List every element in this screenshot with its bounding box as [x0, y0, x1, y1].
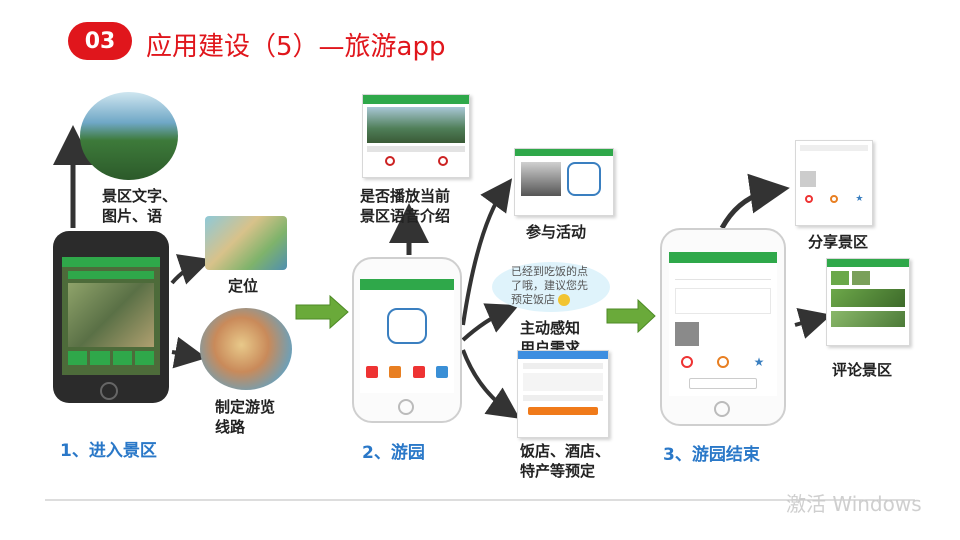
label-share: 分享景区 [808, 232, 868, 252]
bubble-line3: 预定饭店 [511, 293, 555, 307]
app-title-strip [68, 271, 154, 279]
booking-card-header [518, 351, 608, 359]
comment-thumb-2 [852, 271, 870, 285]
audio-intro-card [362, 94, 470, 178]
label-booking-line2: 特产等预定 [520, 461, 610, 481]
label-booking-line1: 饭店、酒店、 [520, 441, 610, 461]
bubble-text: 已经到吃饭的点 了哦，建议您先 预定饭店 [511, 265, 588, 307]
hotel-icon[interactable] [389, 366, 401, 378]
shop-icon[interactable] [413, 366, 425, 378]
tour-header-bar [360, 279, 454, 290]
audio-card-header [363, 95, 469, 104]
arrow-to-share [722, 190, 775, 228]
nav-tab-2[interactable] [90, 351, 109, 365]
audio-card-text [367, 146, 465, 152]
windows-watermark: 激活 Windows [786, 488, 922, 517]
comment-card [826, 258, 910, 346]
home-button[interactable] [398, 399, 414, 415]
arrow-to-perceive [463, 310, 508, 340]
green-arrow-1 [296, 296, 348, 328]
scenic-photo-image [80, 92, 178, 180]
label-comment: 评论景区 [832, 360, 892, 380]
nav-tab-4[interactable] [135, 351, 154, 365]
comment-card-header [827, 259, 909, 267]
play-audio-button[interactable] [385, 156, 395, 166]
share-card-image [800, 171, 816, 187]
label-route-line1: 制定游览 [215, 397, 275, 417]
phone-end-screen: ★ [669, 252, 777, 396]
step-1-label: 1、进入景区 [60, 436, 157, 461]
route-map-image [200, 308, 292, 390]
home-button[interactable] [714, 401, 730, 417]
bubble-line2: 了哦，建议您先 [511, 279, 588, 293]
more-icon[interactable] [436, 366, 448, 378]
locate-map-image [205, 216, 287, 270]
label-scenic-info-line2: 图片、语 [102, 206, 177, 226]
label-booking: 饭店、酒店、 特产等预定 [520, 441, 610, 481]
share-wechat-icon[interactable] [830, 195, 838, 203]
tour-mascot-icon [387, 308, 427, 344]
label-scenic-info: 景区文字、 图片、语 [102, 186, 177, 226]
share-wechat-icon[interactable] [717, 356, 729, 368]
scenic-lake-image [367, 107, 465, 143]
arrow-to-locate [172, 263, 200, 283]
label-locate: 定位 [228, 276, 258, 296]
label-audio-line1: 是否播放当前 [360, 186, 450, 206]
share-card: ★ [795, 140, 873, 226]
label-activity: 参与活动 [526, 222, 586, 242]
end-ok-button[interactable] [689, 378, 757, 389]
arrow-to-route [172, 352, 195, 356]
label-route-line2: 线路 [215, 417, 275, 437]
nav-tab-1[interactable] [68, 351, 87, 365]
booking-row-1 [523, 363, 603, 369]
arrow-to-activity [463, 188, 505, 325]
comment-thumb-1 [831, 271, 849, 285]
smiley-icon [558, 294, 570, 306]
nav-tab-3[interactable] [113, 351, 132, 365]
home-button[interactable] [100, 382, 118, 400]
activity-card-header [515, 149, 613, 156]
step-2-label: 2、游园 [362, 438, 425, 463]
phone-enter-scenic [53, 231, 169, 403]
end-qrcode-image [675, 322, 699, 346]
phone-tour-end: ★ [660, 228, 786, 426]
scenic-map-image [68, 283, 154, 347]
share-card-text [800, 145, 868, 151]
arrow-to-booking [463, 350, 510, 412]
label-route: 制定游览 线路 [215, 397, 275, 437]
green-arrow-2 [607, 300, 655, 332]
comment-photo-image [831, 289, 905, 307]
activity-mascot-icon [567, 162, 601, 196]
label-audio-line2: 景区语音介绍 [360, 206, 450, 226]
label-audio: 是否播放当前 景区语音介绍 [360, 186, 450, 226]
end-summary-box [675, 288, 771, 314]
skip-audio-button[interactable] [438, 156, 448, 166]
share-weibo-icon[interactable] [681, 356, 693, 368]
booking-card [517, 350, 609, 438]
app-header-bar [62, 257, 160, 267]
activity-photo-image [521, 162, 561, 196]
activity-card [514, 148, 614, 216]
end-info-row [675, 271, 771, 280]
book-now-button[interactable] [528, 407, 598, 415]
comment-photo-image-2 [831, 311, 905, 327]
food-icon[interactable] [366, 366, 378, 378]
favorite-star-icon[interactable]: ★ [753, 356, 765, 368]
label-scenic-info-line1: 景区文字、 [102, 186, 177, 206]
step-3-label: 3、游园结束 [663, 440, 760, 465]
share-weibo-icon[interactable] [805, 195, 813, 203]
end-header-bar [669, 252, 777, 263]
phone-enter-screen [62, 257, 160, 375]
booking-row-3 [523, 395, 603, 401]
phone-tour-screen [360, 279, 454, 393]
label-perceive-line1: 主动感知 [520, 318, 580, 338]
bubble-line1: 已经到吃饭的点 [511, 265, 588, 279]
arrow-to-comment [795, 318, 820, 325]
favorite-star-icon[interactable]: ★ [855, 195, 863, 203]
phone-tour [352, 257, 462, 423]
booking-row-2 [523, 373, 603, 391]
